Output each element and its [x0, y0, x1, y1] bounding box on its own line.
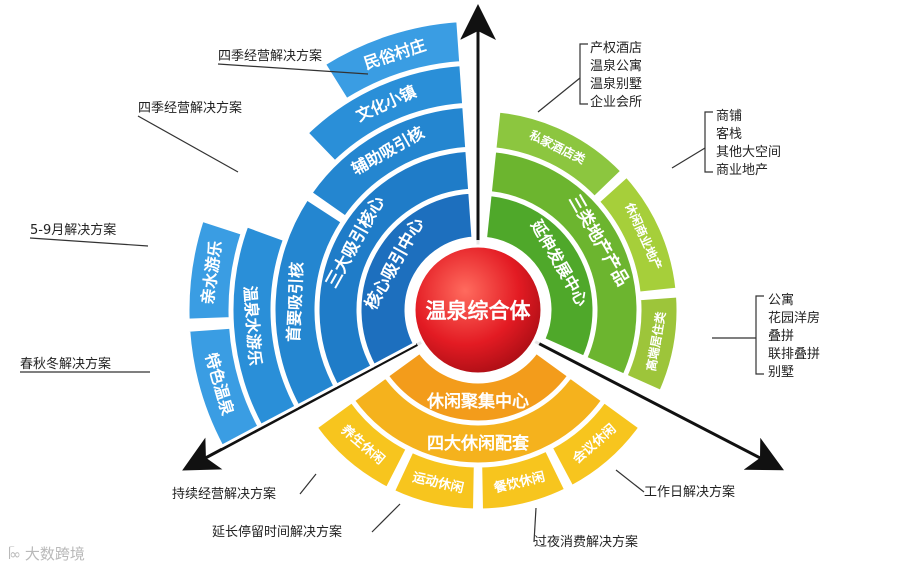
yellow-ring3-b-shape	[391, 449, 477, 512]
blue-ring3-b-shape	[308, 104, 469, 220]
yellow-ring3-a: 养生休闲	[314, 399, 410, 491]
watermark: ᥬ∞大数跨境	[8, 543, 85, 564]
green-ring3-c-shape	[624, 294, 680, 394]
watermark-logo-icon: ᥬ∞	[8, 547, 21, 563]
yellow-ring1: 休闲聚集中心	[385, 350, 571, 424]
yellow-ring3-d: 会议休闲	[549, 399, 642, 489]
callout-blue-2-leader	[29, 237, 149, 247]
blue-ring2-shape	[316, 148, 472, 388]
callout-yellow-2: 延长停留时间解决方案	[212, 503, 401, 540]
blue-ring3-a-shape	[272, 196, 345, 408]
callout-green-bot-item: 花园洋房	[768, 310, 820, 326]
blue-ring4-a-shape	[230, 223, 299, 428]
callout-green-top-item: 温泉公寓	[590, 58, 642, 74]
callout-blue-2-text: 5-9月解决方案	[30, 222, 116, 238]
callout-green-mid-item: 商业地产	[716, 163, 768, 178]
callout-green-bot-item: 公寓	[768, 292, 794, 308]
callout-yellow-4: 工作日解决方案	[615, 469, 735, 500]
yellow-ring3-d-shape	[549, 399, 642, 489]
green-ring3-a: 私家酒店类	[493, 109, 624, 200]
green-ring3-a-shape	[493, 109, 624, 200]
callout-blue-3-text: 四季经营解决方案	[138, 100, 242, 116]
callout-blue-3-leader	[137, 115, 239, 173]
callout-green-top-bracket	[579, 43, 588, 105]
callout-blue-3: 四季经营解决方案	[137, 100, 242, 173]
callout-blue-1: 春秋冬解决方案	[20, 356, 150, 373]
green-ring1-shape	[483, 192, 596, 360]
blue-ring5-a-shape	[187, 325, 262, 449]
blue-ring3-a: 首要吸引核	[272, 196, 345, 408]
yellow-ring2: 四大休闲配套	[351, 374, 605, 466]
blue-ring5-b-shape	[186, 218, 245, 322]
callout-yellow-1-leader	[299, 473, 317, 495]
callout-yellow-3: 过夜消费解决方案	[533, 507, 638, 550]
callout-yellow-1: 持续经营解决方案	[172, 473, 317, 502]
yellow-ring3-c-shape	[479, 448, 568, 512]
blue-ring5-a: 特色温泉	[187, 325, 262, 449]
callout-green-mid-item: 其他大空间	[716, 145, 781, 160]
callout-green-bot-item: 联排叠拼	[768, 347, 820, 362]
blue-ring4-b-shape	[304, 62, 466, 164]
blue-ring4-a: 温泉水游乐	[230, 223, 299, 428]
sectors: 核心吸引中心三大吸引核心首要吸引核辅助吸引核温泉水游乐文化小镇特色温泉亲水游乐民…	[186, 19, 680, 512]
callouts: 春秋冬解决方案5-9月解决方案四季经营解决方案四季经营解决方案产权酒店温泉公寓温…	[20, 40, 820, 550]
center-hub: 温泉综合体	[408, 240, 548, 380]
callout-green-top-item: 企业会所	[590, 94, 642, 110]
green-ring3-b: 休闲商业地产	[596, 174, 679, 295]
callout-blue-4: 四季经营解决方案	[217, 48, 369, 75]
blue-ring5-c: 民俗村庄	[322, 19, 463, 102]
callout-green-mid-bracket	[704, 111, 713, 173]
callout-yellow-1-text: 持续经营解决方案	[172, 486, 276, 502]
callout-green-mid-item: 客栈	[716, 126, 742, 142]
callout-green-bot-item: 叠拼	[768, 329, 794, 344]
blue-ring5-c-shape	[322, 19, 463, 102]
green-ring3-b-shape	[596, 174, 679, 295]
blue-ring5-b: 亲水游乐	[186, 218, 245, 322]
callout-blue-1-text: 春秋冬解决方案	[20, 356, 111, 372]
yellow-ring3-c: 餐饮休闲	[479, 448, 568, 512]
callout-blue-2: 5-9月解决方案	[29, 222, 149, 247]
callout-yellow-3-leader	[533, 507, 537, 543]
callout-yellow-2-text: 延长停留时间解决方案	[212, 524, 342, 540]
yellow-ring3-b: 运动休闲	[391, 449, 477, 512]
blue-ring1-shape	[358, 190, 475, 368]
yellow-ring1-shape	[385, 350, 571, 424]
yellow-ring2-label: 四大休闲配套	[427, 433, 530, 454]
blue-ring4-b: 文化小镇	[304, 62, 466, 164]
callout-blue-4-text: 四季经营解决方案	[218, 48, 322, 64]
leader-green-top	[537, 77, 581, 113]
yellow-ring1-label: 休闲聚集中心	[426, 391, 529, 412]
green-ring3-c: 高端居住类	[624, 294, 680, 394]
callout-green-bot-bracket	[755, 295, 764, 375]
callout-yellow-3-text: 过夜消费解决方案	[534, 534, 638, 550]
callout-yellow-2-leader	[371, 503, 401, 533]
watermark-text: 大数跨境	[24, 545, 85, 563]
callout-yellow-4-text: 工作日解决方案	[644, 484, 735, 500]
callout-green-bot-item: 别墅	[768, 365, 794, 380]
yellow-ring3-a-shape	[314, 399, 410, 491]
callout-green-mid-item: 商铺	[716, 109, 742, 124]
callout-green-top-item: 温泉别墅	[590, 76, 642, 92]
green-ring2-shape	[488, 149, 640, 378]
yellow-ring2-shape	[351, 374, 605, 466]
callout-green-top-item: 产权酒店	[590, 40, 642, 56]
center-label: 温泉综合体	[426, 299, 532, 323]
blue-ring3-a-label: 首要吸引核	[284, 262, 306, 343]
callout-blue-4-leader	[217, 63, 369, 75]
callout-yellow-4-leader	[615, 469, 645, 493]
leader-green-mid	[671, 147, 706, 169]
